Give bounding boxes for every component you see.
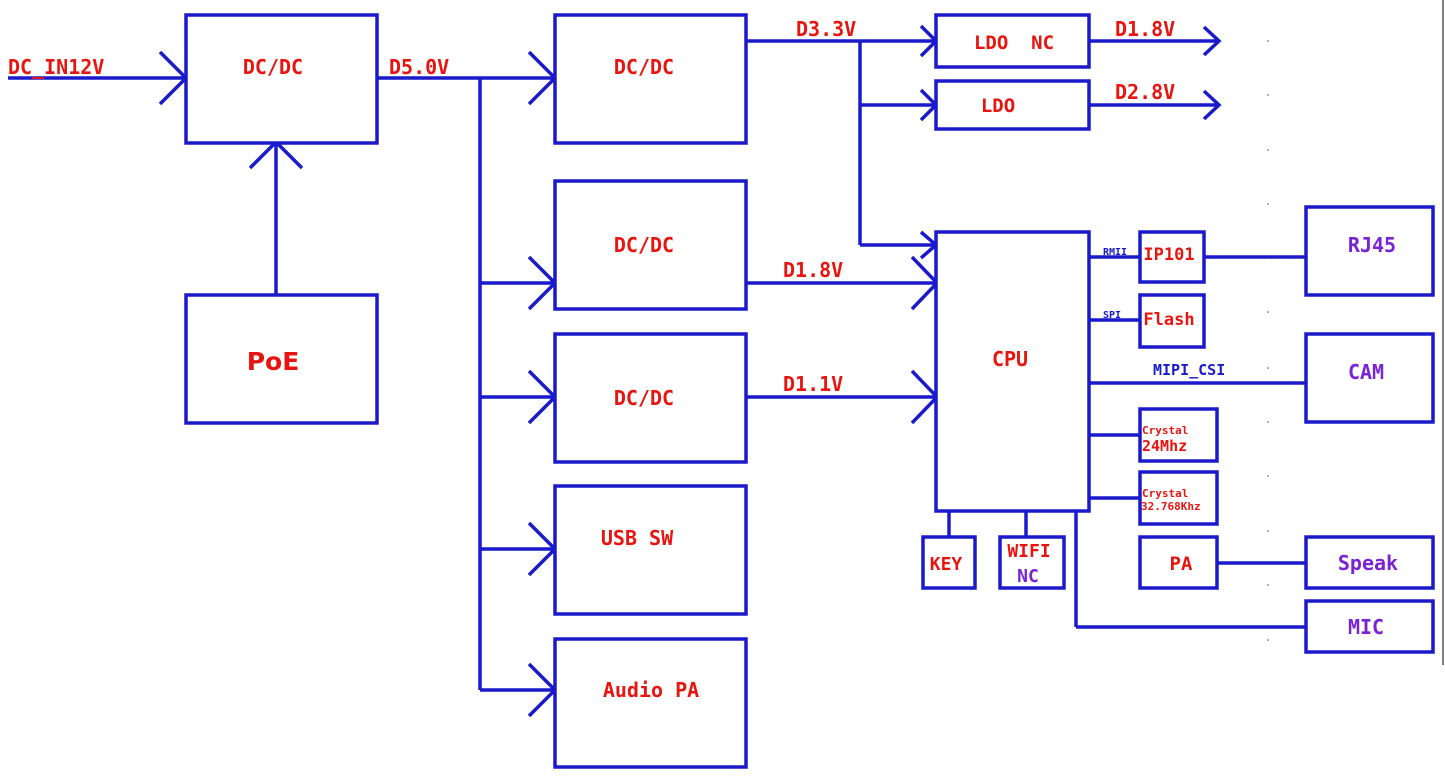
speck-8 <box>1267 421 1269 423</box>
box-cpu <box>934 230 1091 513</box>
wires <box>8 39 1306 692</box>
label-crystal-24-b: 24Mhz <box>1142 437 1187 455</box>
label-key: KEY <box>930 554 963 575</box>
box-speak <box>1304 535 1435 590</box>
label-flash: Flash <box>1143 310 1194 330</box>
label-dcdc-11: DC/DC <box>614 386 674 410</box>
box-cam <box>1304 332 1435 424</box>
box-ldo-nc <box>934 13 1091 69</box>
net-dc-in: DC_IN12V <box>8 55 104 79</box>
label-ldo-nc: LDO NC <box>974 32 1054 54</box>
label-dcdc-main: DC/DC <box>243 55 303 79</box>
net-spi: SPI <box>1103 310 1121 321</box>
speck-1 <box>1267 40 1269 42</box>
box-flash <box>1138 293 1206 349</box>
speck-4 <box>1267 203 1269 205</box>
label-pa: PA <box>1170 553 1193 575</box>
speck-7 <box>1267 367 1269 369</box>
box-dcdc-33 <box>553 13 748 145</box>
net-d18-cpu: D1.8V <box>783 258 843 282</box>
speck-9 <box>1267 475 1269 477</box>
box-dcdc-18 <box>553 179 748 311</box>
box-pa <box>1138 535 1219 590</box>
arrow-d18-out <box>1202 25 1222 57</box>
label-ip101: IP101 <box>1143 245 1194 265</box>
box-dcdc-11 <box>553 332 748 464</box>
net-labels: DC_IN12V D5.0V D3.3V D1.8V D2.8V D1.8V D… <box>8 17 1225 396</box>
page-edge-marks <box>1267 0 1444 665</box>
net-mipi: MIPI_CSI <box>1153 361 1225 379</box>
box-ldo <box>934 79 1091 131</box>
net-d50: D5.0V <box>389 55 449 79</box>
speck-2 <box>1267 94 1269 96</box>
label-ldo: LDO <box>981 95 1015 117</box>
box-usb-sw <box>553 484 748 616</box>
box-poe <box>184 293 379 425</box>
label-wifi-a: WIFI <box>1007 541 1050 562</box>
label-cpu: CPU <box>992 347 1028 371</box>
box-key <box>921 535 977 590</box>
box-ip101 <box>1138 230 1206 284</box>
label-dcdc-33: DC/DC <box>614 55 674 79</box>
label-crystal-24-a: Crystal <box>1142 424 1188 437</box>
box-rj45 <box>1304 205 1435 297</box>
label-mic: MIC <box>1348 615 1384 639</box>
box-dcdc-main <box>184 13 379 145</box>
label-wifi-b: NC <box>1017 566 1039 587</box>
box-crystal-32 <box>1138 470 1219 526</box>
label-dcdc-18: DC/DC <box>614 233 674 257</box>
label-poe: PoE <box>247 347 300 376</box>
speck-10 <box>1267 530 1269 532</box>
net-rmii: RMII <box>1103 247 1127 258</box>
label-crystal-32-b: 32.768Khz <box>1141 500 1201 513</box>
speck-5 <box>1267 257 1269 259</box>
label-speak: Speak <box>1338 551 1398 575</box>
speck-6 <box>1267 311 1269 313</box>
arrow-d28-out <box>1202 89 1222 121</box>
net-d11: D1.1V <box>783 372 843 396</box>
net-d33: D3.3V <box>796 17 856 41</box>
box-labels: DC/DC PoE DC/DC DC/DC DC/DC USB SW Audio… <box>243 32 1398 702</box>
label-crystal-32-a: Crystal <box>1142 487 1188 500</box>
box-crystal-24 <box>1138 407 1219 463</box>
box-audio-pa <box>553 637 748 769</box>
label-cam: CAM <box>1348 360 1384 384</box>
label-rj45: RJ45 <box>1348 233 1396 257</box>
speck-11 <box>1267 584 1269 586</box>
net-d28: D2.8V <box>1115 80 1175 104</box>
box-mic <box>1304 599 1435 654</box>
speck-3 <box>1267 149 1269 151</box>
box-wifi <box>998 535 1066 590</box>
speck-12 <box>1267 639 1269 641</box>
net-d18-ldo: D1.8V <box>1115 17 1175 41</box>
label-usb-sw: USB SW <box>601 526 674 550</box>
label-audio-pa: Audio PA <box>603 678 699 702</box>
boxes <box>184 13 1435 769</box>
